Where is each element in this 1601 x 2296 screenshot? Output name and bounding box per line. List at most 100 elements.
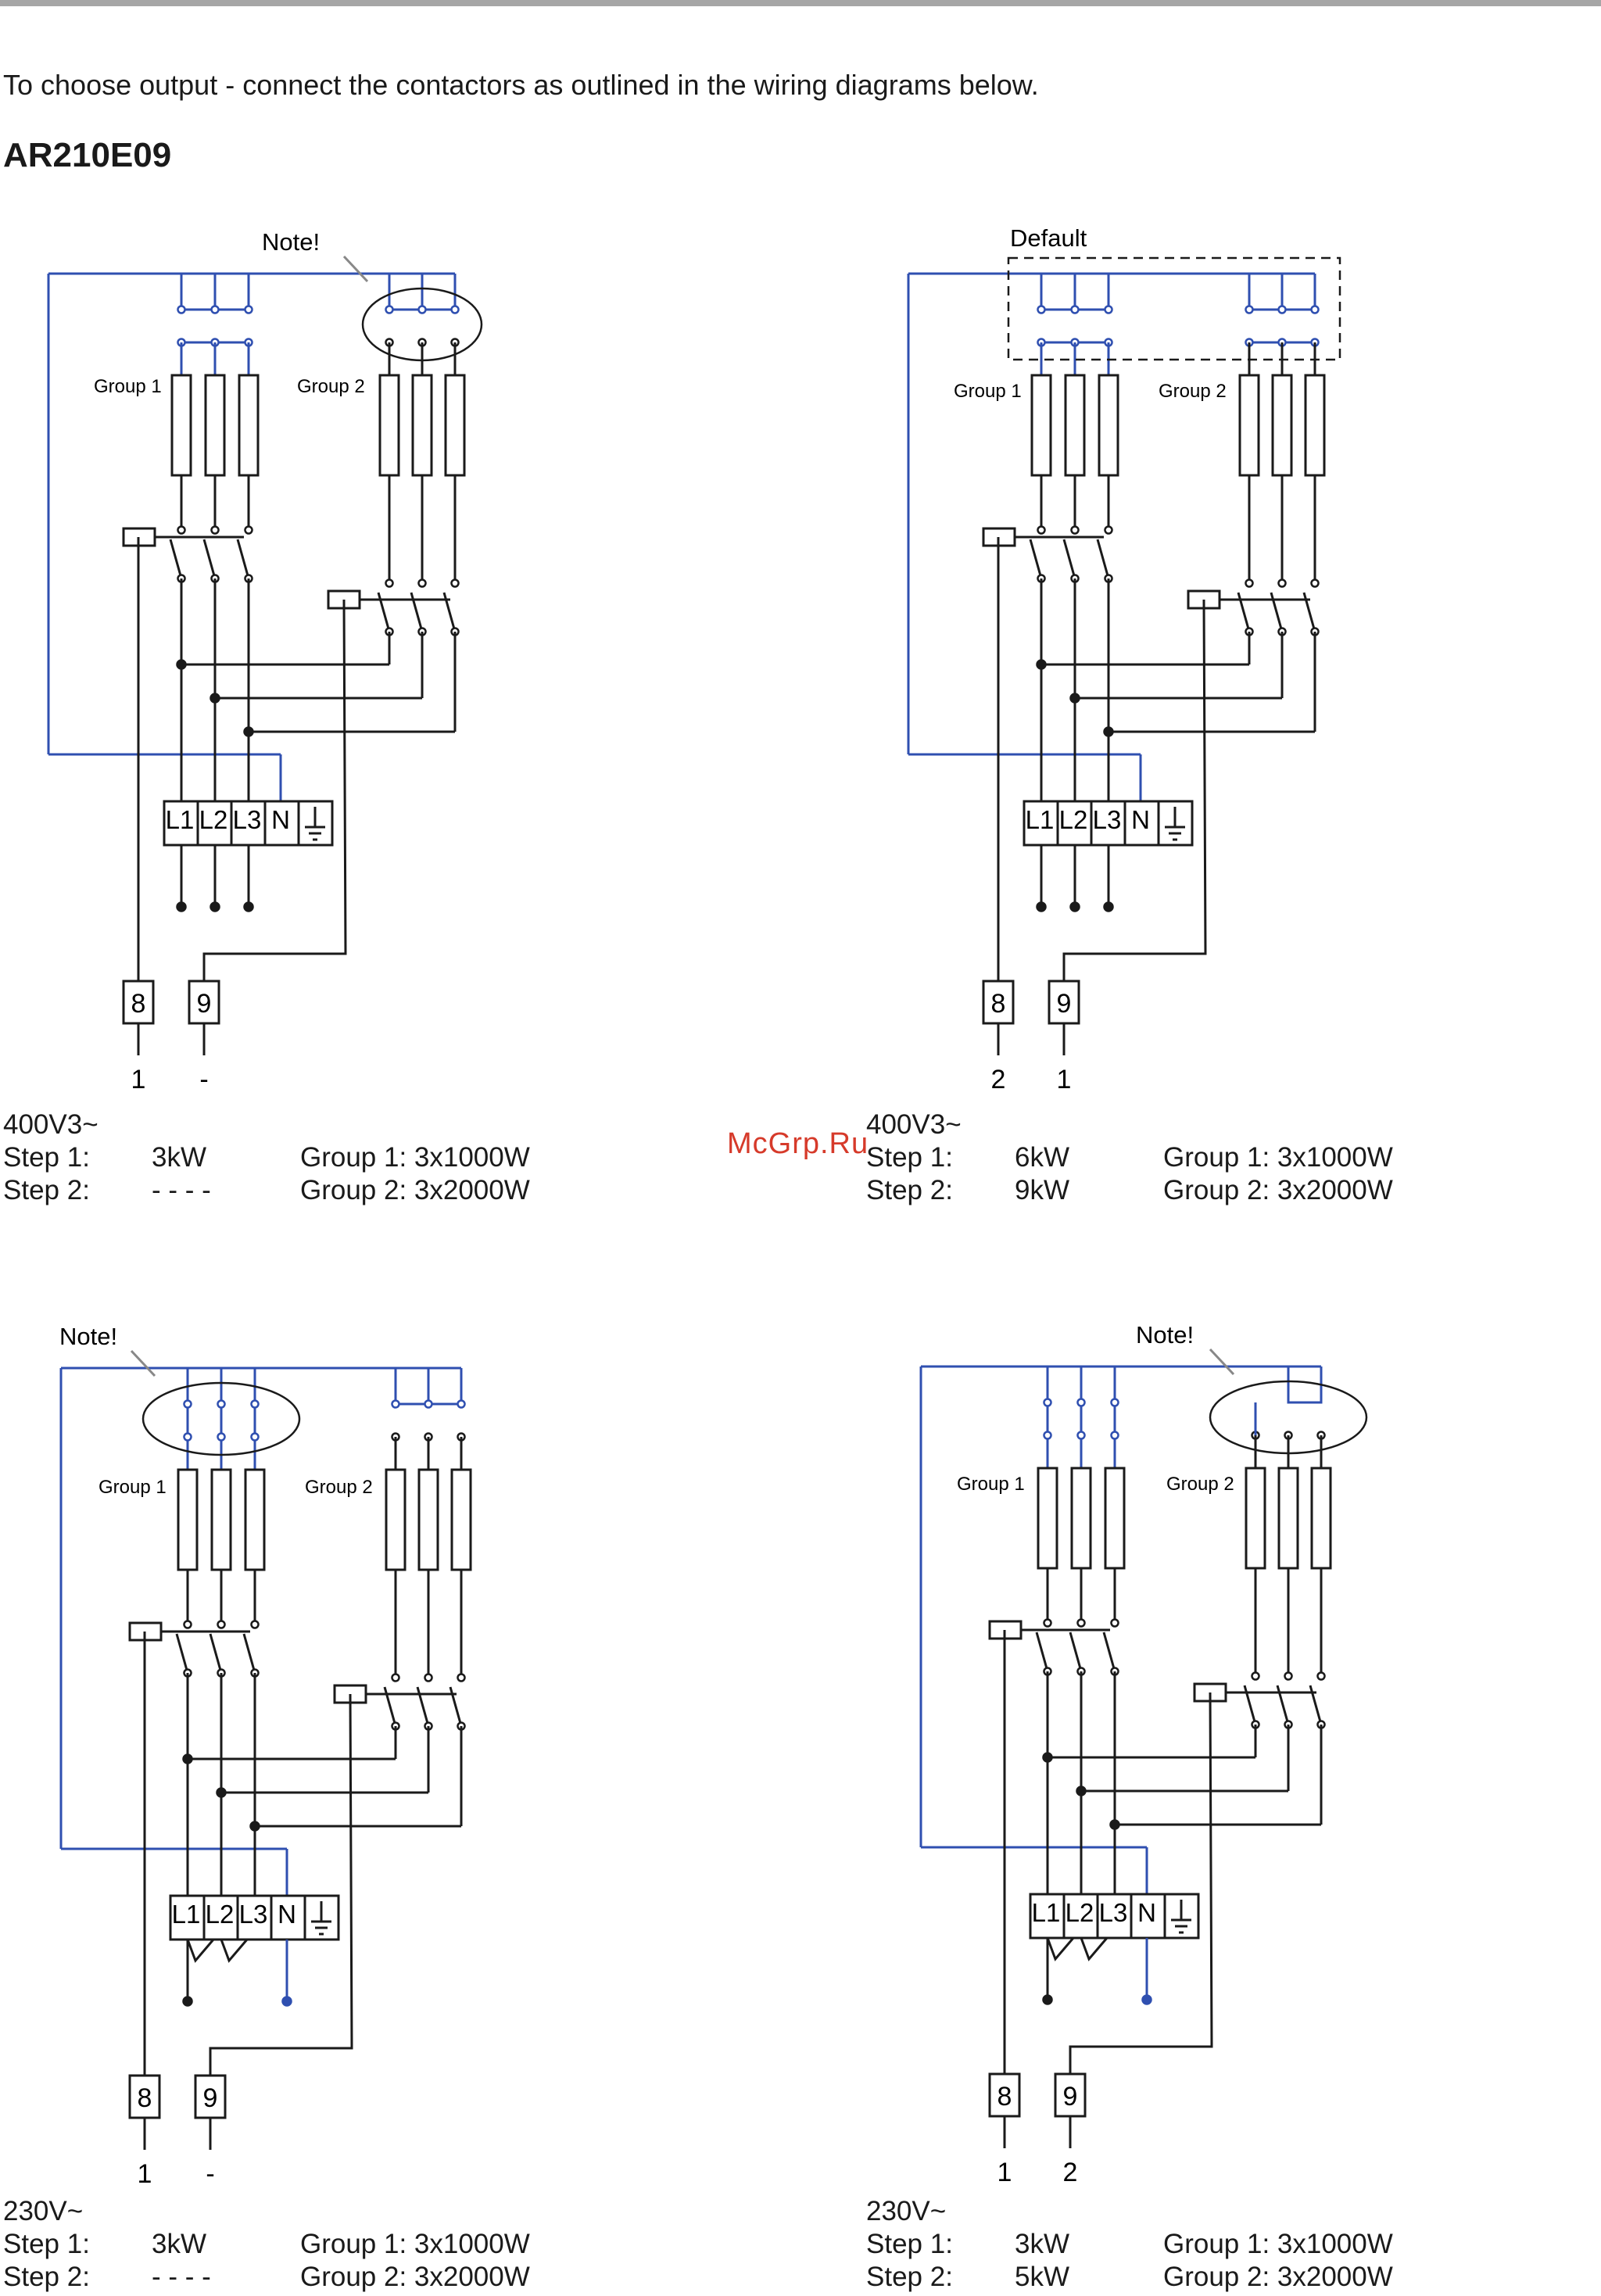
terminal-l3: L3 [1093, 805, 1122, 834]
neutral-supply-dot [1141, 1994, 1152, 2005]
step-2-label: Step 2: [866, 1175, 953, 1205]
group-2-heating-element [1271, 374, 1293, 477]
bridge-node [1043, 1398, 1052, 1407]
group-2-heating-element [1310, 1467, 1332, 1570]
default-label: Default [1010, 224, 1087, 252]
contactor-1-switch-blade [1096, 539, 1110, 579]
control-wire-9 [1069, 1692, 1213, 2074]
bridge-node [450, 305, 460, 314]
contactor-2-contact-terminal [1310, 578, 1320, 588]
step-2-label: Step 2: [3, 2262, 90, 2292]
bridge-node [244, 305, 253, 314]
bridge-node [183, 1399, 192, 1409]
group-1-heating-element [170, 374, 192, 477]
contactor-1-contact-terminal [217, 1620, 226, 1629]
bridge-node [210, 305, 220, 314]
contactor-1-contact-terminal [1043, 1618, 1052, 1628]
wiring-diagram-4: Note! Group 1 Group 2 L1 L2 L3 N 8 9 1 2 [919, 1321, 1368, 2187]
group-2-label: Group 2 [297, 376, 365, 397]
control-value-8: 1 [997, 2158, 1012, 2187]
control-value-9: 1 [1057, 1065, 1072, 1094]
control-value-8: 1 [131, 1065, 146, 1094]
group-2-heating-element [411, 374, 433, 477]
group-1-label: Group 1 [98, 1477, 167, 1498]
wiring-diagram-2: Default Group 1 Group 2 L1 L2 L3 N 8 9 2… [907, 224, 1341, 1094]
bridge-node [217, 1399, 226, 1409]
terminal-l3: L3 [1099, 1898, 1128, 1927]
default-dashed-box [1007, 256, 1341, 361]
note-leader [342, 255, 369, 283]
supply-terminal-dot [210, 901, 220, 912]
terminal-l1: L1 [166, 805, 195, 834]
control-terminal-box-8 [982, 980, 1015, 1025]
group-2-heating-element [1238, 374, 1260, 477]
supply-terminal-dot [176, 901, 187, 912]
note-ellipse [361, 287, 483, 362]
group-1-power: Group 1: 3x1000W [300, 2229, 530, 2259]
bridge-node [1110, 1431, 1119, 1440]
supply-terminal-dot [243, 901, 254, 912]
group-1-label: Group 1 [957, 1474, 1025, 1495]
group-2-power: Group 2: 3x2000W [1163, 1175, 1393, 1205]
contactor-2-contact-terminal [385, 578, 394, 588]
supply-terminal-dot [1036, 901, 1047, 912]
contactor-1-switch-blade [1102, 1632, 1116, 1672]
step-1-label: Step 1: [866, 1142, 953, 1173]
note-leader [1209, 1348, 1235, 1376]
contactor-2-contact-terminal [1251, 1671, 1260, 1681]
step-1-label: Step 1: [866, 2229, 953, 2259]
contactor-1-contact-terminal [250, 1620, 260, 1629]
contactor-1-contact-terminal [244, 525, 253, 535]
control-wire-9 [1062, 599, 1207, 981]
step-2-label: Step 2: [866, 2262, 953, 2292]
control-value-9: - [199, 1065, 208, 1094]
group-2-power: Group 2: 3x2000W [1163, 2262, 1393, 2292]
group-1-heating-element [210, 1468, 232, 1571]
voltage-label: 400V3~ [866, 1109, 962, 1140]
group-2-heating-element [1304, 374, 1326, 477]
contactor-1-switch-blade [209, 1633, 223, 1674]
control-value-9: - [206, 2159, 214, 2189]
neutral-supply-dot [281, 1996, 292, 2007]
group-2-power: Group 2: 3x2000W [300, 2262, 530, 2292]
contactor-1-switch-blade [1029, 539, 1043, 579]
control-wire-9 [209, 1693, 353, 2076]
bridge-node [1076, 1431, 1086, 1440]
control-terminal-9: 9 [1057, 989, 1072, 1019]
group-2-power: Group 2: 3x2000W [300, 1175, 530, 1205]
step-1-value: 3kW [152, 1142, 206, 1173]
control-terminal-box-9 [1054, 2072, 1087, 2118]
step-2-label: Step 2: [3, 1175, 90, 1205]
contactor-1-switch-blade [242, 1633, 256, 1674]
spec-block-2: 400V3~ Step 1: 6kW Group 1: 3x1000W Step 2… [866, 1109, 1601, 1207]
supply-terminal-dot [1069, 901, 1080, 912]
group-1-heating-element [204, 374, 226, 477]
control-terminal-box-8 [122, 980, 155, 1025]
voltage-label: 400V3~ [3, 1109, 98, 1140]
group-2-label: Group 2 [1159, 381, 1227, 402]
step-1-value: 6kW [1015, 1142, 1069, 1173]
group-2-heating-element [444, 374, 466, 477]
voltage-label: 230V~ [3, 2196, 84, 2226]
contactor-1-contact-terminal [177, 525, 186, 535]
contactor-1-switch-blade [169, 539, 183, 579]
step-1-value: 3kW [152, 2229, 206, 2259]
wiring-diagram-1: Note! Group 1 Group 2 L1 L2 L3 N 8 9 1 - [47, 228, 483, 1094]
contactor-2-contact-terminal [1277, 578, 1287, 588]
supply-terminal-dot [1042, 1994, 1053, 2005]
contactor-2-contact-terminal [457, 1673, 466, 1682]
step-2-value: - - - - [152, 2262, 211, 2292]
terminal-cell [1062, 1893, 1099, 1940]
control-value-8: 1 [138, 2159, 152, 2189]
bridge-node [385, 305, 394, 314]
supply-terminal-dot [182, 1996, 193, 2007]
bridge-node [1110, 1398, 1119, 1407]
contactor-1-contact-terminal [210, 525, 220, 535]
group-1-power: Group 1: 3x1000W [1163, 1142, 1393, 1173]
group-2-label: Group 2 [1166, 1474, 1234, 1495]
contactor-1-switch-blade [236, 539, 250, 579]
group-1-power: Group 1: 3x1000W [300, 1142, 530, 1173]
